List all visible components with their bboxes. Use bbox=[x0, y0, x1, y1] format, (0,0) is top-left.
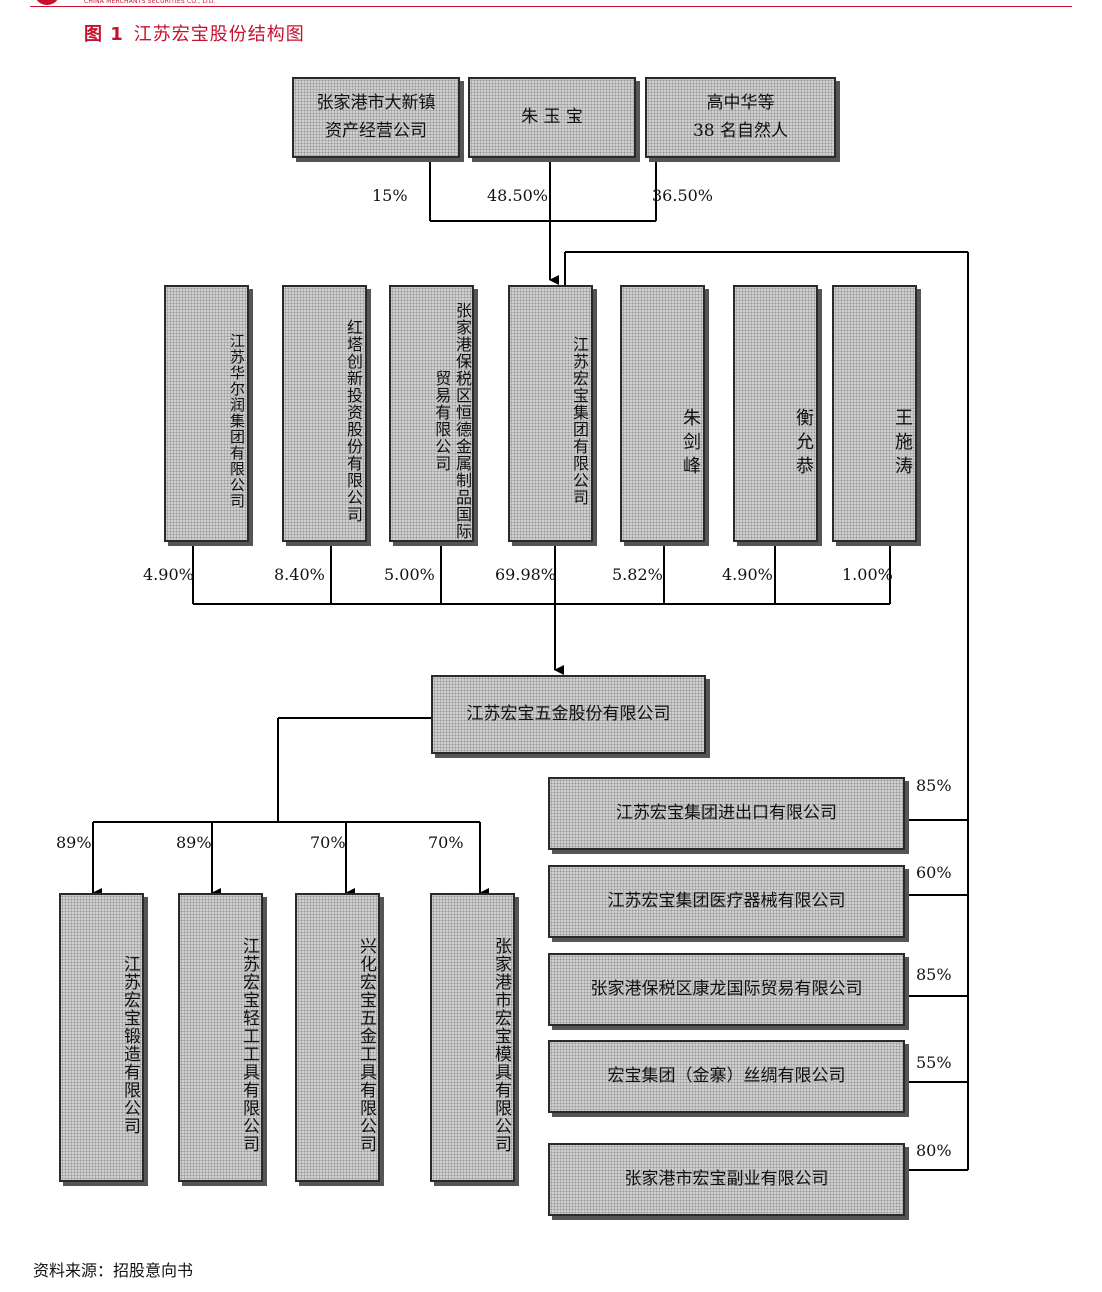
subsidiary-name: 江苏宏宝锻造有限公司 bbox=[120, 954, 140, 1135]
holder-name: 张家港保税区恒德金属制品国际贸易有限公司 bbox=[432, 301, 472, 540]
holder-pct: 5.82% bbox=[612, 565, 663, 584]
holder-name: 王施涛 bbox=[892, 407, 913, 480]
header-brand-text: CHINA MERCHANTS SECURITIES CO., LTD. bbox=[84, 0, 216, 5]
shareholder-box: 高中华等 38 名自然人 bbox=[645, 77, 836, 158]
figure-number: 图 1 bbox=[84, 24, 124, 45]
subsidiary-pct: 89% bbox=[176, 833, 212, 852]
group-subsidiary-box: 宏宝集团（金寨）丝绸有限公司 bbox=[548, 1040, 905, 1113]
holder-box: 朱剑峰 bbox=[620, 285, 705, 542]
holder-name: 朱剑峰 bbox=[680, 407, 701, 480]
group-subsidiary-name: 江苏宏宝集团医疗器械有限公司 bbox=[607, 890, 846, 911]
figure-title: 图 1 江苏宏宝股份结构图 bbox=[84, 20, 305, 46]
holder-box: 张家港保税区恒德金属制品国际贸易有限公司 bbox=[389, 285, 474, 542]
group-subsidiary-name: 张家港保税区康龙国际贸易有限公司 bbox=[590, 978, 863, 999]
subsidiary-name: 兴化宏宝五金工具有限公司 bbox=[356, 936, 376, 1153]
group-subsidiary-box: 江苏宏宝集团医疗器械有限公司 bbox=[548, 865, 905, 938]
header-rule bbox=[30, 0, 1072, 7]
group-subsidiary-pct: 55% bbox=[916, 1053, 952, 1072]
holder-pct: 5.00% bbox=[384, 565, 435, 584]
source-note: 资料来源：招股意向书 bbox=[33, 1261, 194, 1280]
subsidiary-box: 张家港市宏宝模具有限公司 bbox=[430, 893, 515, 1182]
holder-pct: 1.00% bbox=[842, 565, 893, 584]
holder-box: 衡允恭 bbox=[733, 285, 818, 542]
subsidiary-pct: 70% bbox=[428, 833, 464, 852]
shareholder-name: 张家港市大新镇 资产经营公司 bbox=[316, 93, 436, 141]
shareholder-pct: 36.50% bbox=[652, 186, 714, 205]
group-subsidiary-pct: 85% bbox=[916, 776, 952, 795]
shareholder-pct: 48.50% bbox=[487, 186, 549, 205]
holder-name: 红塔创新投资股份有限公司 bbox=[344, 318, 363, 523]
holder-pct: 4.90% bbox=[143, 565, 194, 584]
company-box: 江苏宏宝五金股份有限公司 bbox=[431, 675, 706, 754]
holder-box: 江苏华尔润集团有限公司 bbox=[164, 285, 249, 542]
group-subsidiary-box: 江苏宏宝集团进出口有限公司 bbox=[548, 777, 905, 850]
figure-title-text: 江苏宏宝股份结构图 bbox=[133, 24, 305, 45]
holder-box: 王施涛 bbox=[832, 285, 917, 542]
brand-logo bbox=[34, 0, 60, 5]
group-subsidiary-pct: 80% bbox=[916, 1141, 952, 1160]
holder-box: 江苏宏宝集团有限公司 bbox=[508, 285, 593, 542]
subsidiary-name: 张家港市宏宝模具有限公司 bbox=[491, 936, 511, 1153]
group-subsidiary-name: 宏宝集团（金寨）丝绸有限公司 bbox=[607, 1065, 846, 1086]
holder-name: 衡允恭 bbox=[793, 407, 814, 480]
group-subsidiary-box: 张家港市宏宝副业有限公司 bbox=[548, 1143, 905, 1216]
shareholder-name: 高中华等 38 名自然人 bbox=[692, 93, 789, 141]
group-subsidiary-pct: 60% bbox=[916, 863, 952, 882]
subsidiary-box: 兴化宏宝五金工具有限公司 bbox=[295, 893, 380, 1182]
holder-pct: 8.40% bbox=[274, 565, 325, 584]
holder-name: 江苏华尔润集团有限公司 bbox=[228, 332, 246, 509]
company-name: 江苏宏宝五金股份有限公司 bbox=[466, 703, 671, 724]
group-subsidiary-box: 张家港保税区康龙国际贸易有限公司 bbox=[548, 953, 905, 1026]
holder-pct: 4.90% bbox=[722, 565, 773, 584]
holder-box: 红塔创新投资股份有限公司 bbox=[282, 285, 367, 542]
holder-pct: 69.98% bbox=[495, 565, 557, 584]
subsidiary-box: 江苏宏宝锻造有限公司 bbox=[59, 893, 144, 1182]
group-subsidiary-pct: 85% bbox=[916, 965, 952, 984]
subsidiary-box: 江苏宏宝轻工工具有限公司 bbox=[178, 893, 263, 1182]
subsidiary-pct: 89% bbox=[56, 833, 92, 852]
subsidiary-name: 江苏宏宝轻工工具有限公司 bbox=[239, 936, 259, 1153]
shareholder-box: 张家港市大新镇 资产经营公司 bbox=[292, 77, 460, 158]
group-subsidiary-name: 江苏宏宝集团进出口有限公司 bbox=[616, 802, 837, 823]
shareholder-box: 朱 玉 宝 bbox=[468, 77, 636, 158]
holder-name: 江苏宏宝集团有限公司 bbox=[570, 335, 589, 506]
group-subsidiary-name: 张家港市宏宝副业有限公司 bbox=[624, 1168, 829, 1189]
shareholder-pct: 15% bbox=[372, 186, 408, 205]
subsidiary-pct: 70% bbox=[310, 833, 346, 852]
shareholder-name: 朱 玉 宝 bbox=[521, 106, 583, 127]
